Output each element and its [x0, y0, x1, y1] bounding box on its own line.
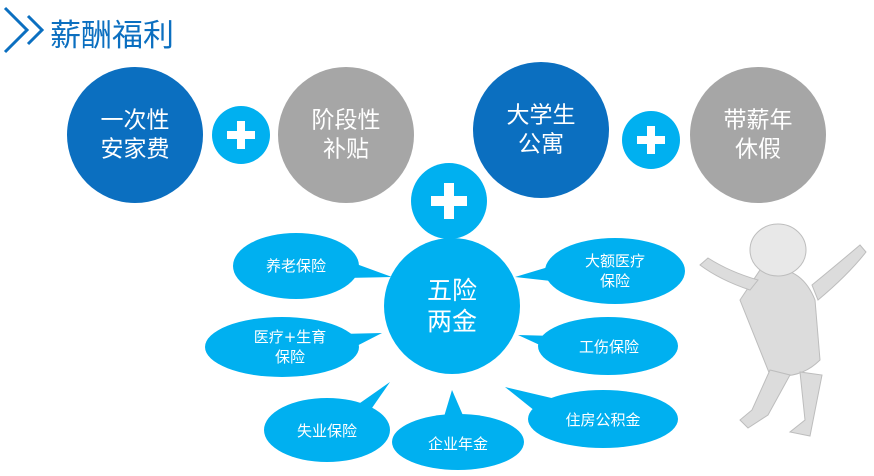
double-chevron-right-icon: [3, 6, 45, 54]
plus-icon: [212, 106, 270, 164]
page-title: 薪酬福利: [50, 18, 174, 54]
bubble-unemployment: [264, 382, 390, 462]
item-label: 休假: [735, 136, 781, 162]
circle-settling-allowance: [67, 67, 203, 203]
bubble-text: 住房公积金: [565, 410, 641, 429]
bubble-pension: [233, 233, 392, 299]
bubble-housing-fund: [505, 387, 678, 448]
bubble-text: 保险: [274, 348, 306, 366]
plus-icon: [411, 163, 487, 239]
item-label: 公寓: [518, 131, 564, 157]
bubble-label: 养老保险: [266, 256, 326, 276]
item-label: 阶段性: [311, 107, 381, 134]
bubble-work-injury: [518, 317, 678, 375]
bubble-text: 失业保险: [296, 421, 358, 440]
circle-stage-subsidy: [278, 67, 414, 203]
plus-icon: [622, 111, 680, 169]
item-paid-leave: 带薪年休假: [724, 106, 793, 164]
circle-graduate-apartment: [473, 62, 609, 198]
item-label: 一次性: [100, 107, 170, 134]
bubble-label: 失业保险: [297, 421, 357, 441]
item-stage-subsidy: 阶段性补贴: [312, 106, 381, 164]
item-graduate-apartment: 大学生公寓: [507, 101, 576, 159]
bubble-label: 工伤保险: [579, 337, 639, 357]
item-label: 带薪年: [723, 107, 793, 134]
bubble-enterprise-annuity: [392, 390, 524, 470]
center-label: 五险两金: [427, 275, 477, 338]
bubble-text: 工伤保险: [578, 337, 640, 356]
bubble-text: 大额医疗: [584, 251, 646, 270]
bubble-text: 养老保险: [265, 256, 327, 275]
center-line: 五险: [426, 275, 478, 305]
item-settling-allowance: 一次性安家费: [101, 106, 170, 164]
bubble-text: 医疗+生育: [253, 327, 327, 346]
center-line: 两金: [426, 307, 478, 336]
bubble-label: 医疗+生育保险: [254, 327, 327, 368]
bubble-major-medical: [515, 238, 685, 304]
item-label: 安家费: [100, 136, 170, 162]
bubble-label: 企业年金: [428, 434, 488, 454]
jumping-person-figure: [699, 223, 867, 437]
item-label: 大学生: [506, 102, 576, 129]
bubble-label: 大额医疗保险: [585, 251, 645, 292]
bubble-label: 住房公积金: [565, 410, 640, 430]
bubble-medical-maternity: [205, 317, 382, 377]
circle-paid-leave: [690, 67, 826, 203]
circle-insurance-center: [384, 238, 520, 374]
bubble-text: 保险: [599, 272, 631, 290]
item-label: 补贴: [323, 136, 369, 162]
bubble-text: 企业年金: [427, 434, 489, 453]
